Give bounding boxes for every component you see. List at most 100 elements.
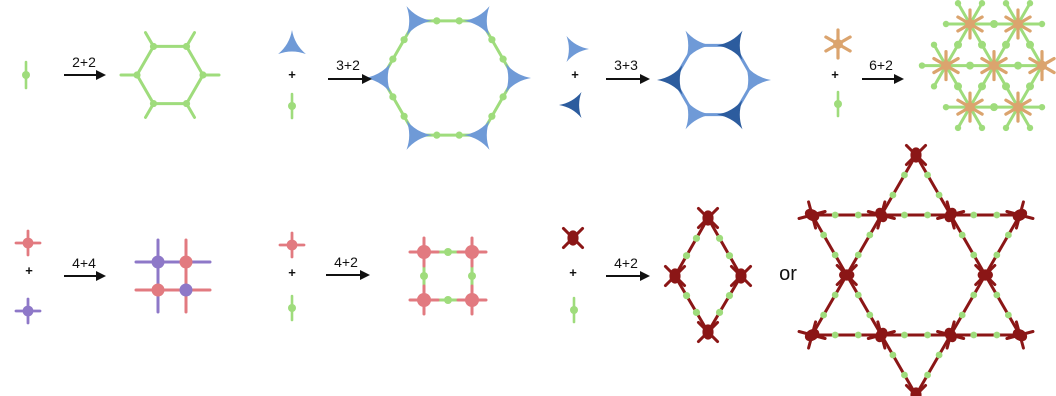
- linker-dot: [692, 308, 701, 316]
- monomer-tetratopic-red: [14, 229, 42, 257]
- linker-dot: [725, 292, 734, 300]
- tritopic-node: [406, 120, 432, 150]
- tetratopic-node-core: [1012, 328, 1028, 342]
- linker-dot: [970, 251, 978, 259]
- bond-line: [135, 44, 155, 77]
- monomer-tetratopic-purple: [14, 297, 42, 325]
- reaction-2-plus-2: 2+2: [64, 54, 106, 80]
- linker-dot: [444, 248, 452, 256]
- tetratopic-node-core: [417, 245, 431, 259]
- linker-dot: [288, 304, 296, 312]
- linker-dot: [866, 311, 874, 319]
- linker-dot: [866, 231, 874, 239]
- reaction-6-plus-2: 6+2: [862, 57, 904, 84]
- reaction-label: 6+2: [869, 57, 893, 73]
- linker-dot: [468, 272, 476, 280]
- linker-dot: [901, 211, 908, 219]
- linker-dot: [1004, 311, 1012, 319]
- tetratopic-node-core: [944, 207, 957, 223]
- product-4-plus-2-square: [408, 236, 488, 316]
- linker-dot: [1026, 40, 1034, 49]
- linker-dot: [935, 191, 943, 199]
- reaction-4-plus-2-square: 4+2: [326, 254, 370, 280]
- hexatopic-node-core: [833, 39, 843, 49]
- linker-dot: [133, 71, 141, 79]
- linker-dot: [901, 371, 908, 379]
- tritopic-node: [278, 30, 306, 54]
- tritopic-node: [717, 30, 743, 61]
- bond-line: [706, 216, 743, 278]
- plus-sign: +: [569, 265, 577, 280]
- linker-dot: [389, 55, 397, 63]
- linker-dot: [433, 131, 441, 139]
- linker-dot: [182, 42, 191, 51]
- bond-line: [810, 213, 918, 396]
- monomer-tritopic-light: [566, 36, 589, 62]
- linker-dot: [942, 20, 950, 28]
- linker-dot: [954, 124, 962, 132]
- tetratopic-node-core: [804, 208, 820, 222]
- linker-dot: [978, 82, 986, 91]
- plus-sign: +: [571, 67, 579, 82]
- tritopic-node: [685, 30, 711, 61]
- linker-dot: [854, 251, 862, 259]
- linker-dot: [831, 291, 839, 299]
- linker-dot: [1026, 82, 1034, 91]
- linker-dot: [901, 331, 908, 339]
- tetratopic-node-core: [22, 305, 34, 317]
- linker-dot: [389, 93, 397, 101]
- monomer-linear-linker: [288, 294, 296, 322]
- linker-dot: [570, 306, 578, 314]
- tetratopic-node-core: [151, 255, 165, 269]
- product-4-plus-2-kagome-star: [797, 143, 1035, 396]
- tritopic-node: [464, 6, 490, 36]
- tritopic-node: [505, 63, 531, 93]
- tetratopic-node-core: [669, 268, 681, 284]
- linker-dot: [488, 112, 496, 120]
- linker-dot: [935, 351, 943, 359]
- bond-line: [185, 44, 205, 77]
- reaction-label: 3+2: [336, 57, 360, 73]
- linker-dot: [990, 20, 998, 28]
- linker-dot: [488, 36, 496, 44]
- structures-layer: [14, 0, 1056, 396]
- tetratopic-node-core: [702, 210, 714, 226]
- hexatopic-node-core: [965, 102, 975, 113]
- linker-dot: [455, 131, 463, 139]
- linker-dot: [715, 308, 724, 316]
- reaction-4-plus-2-kagome: 4+2: [606, 255, 650, 281]
- monomer-linear-linker: [834, 90, 842, 118]
- tetratopic-node-core: [702, 324, 714, 340]
- bond-line: [185, 73, 205, 106]
- linker-dot: [924, 211, 931, 219]
- linker-dot: [420, 272, 428, 280]
- linker-dot: [22, 71, 30, 79]
- tritopic-node: [406, 6, 432, 36]
- linker-dot: [725, 252, 734, 260]
- plus-sign: +: [25, 263, 33, 278]
- hexatopic-node-core: [965, 19, 975, 29]
- linker-dot: [444, 296, 452, 304]
- linker-dot: [1026, 0, 1034, 7]
- linker-dot: [199, 71, 207, 79]
- product-4-plus-4-square: [134, 238, 212, 314]
- tetratopic-node-core: [839, 269, 855, 281]
- linker-dot: [924, 371, 931, 379]
- linker-dot: [1002, 124, 1010, 132]
- tetratopic-node-core: [417, 293, 431, 307]
- plus-sign: +: [288, 67, 296, 82]
- monomer-hexatopic: [824, 28, 852, 60]
- or-word: or: [779, 263, 797, 285]
- hexatopic-node-core: [1013, 102, 1023, 113]
- reaction-4-plus-4: 4+4: [64, 255, 106, 281]
- tetratopic-node-core: [179, 283, 193, 297]
- product-3-plus-3-hexagon: [657, 30, 771, 130]
- hexatopic-node-core: [941, 60, 951, 71]
- linker-dot: [455, 17, 463, 25]
- tetratopic-node-core: [465, 293, 479, 307]
- tetratopic-node-core: [735, 268, 747, 284]
- linker-dot: [970, 211, 978, 219]
- linker-dot: [993, 291, 1001, 299]
- tetratopic-node-core: [1012, 208, 1028, 222]
- tritopic-node: [685, 99, 711, 130]
